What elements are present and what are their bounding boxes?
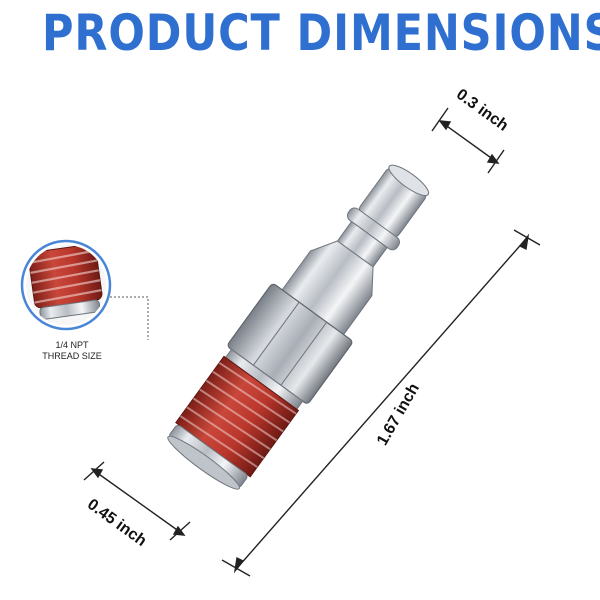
dimension-length: [221, 229, 541, 577]
thread-size-line1: 1/4 NPT: [55, 340, 89, 350]
thread-size-caption: 1/4 NPT THREAD SIZE: [22, 340, 122, 362]
thread-size-line2: THREAD SIZE: [42, 351, 102, 361]
coupler-plug: [167, 164, 430, 490]
page-title: PRODUCT DIMENSIONS: [42, 4, 600, 62]
thread-detail-inset: [20, 239, 149, 340]
dimension-top-width: [431, 107, 505, 174]
dimension-thread-width: [83, 461, 191, 541]
